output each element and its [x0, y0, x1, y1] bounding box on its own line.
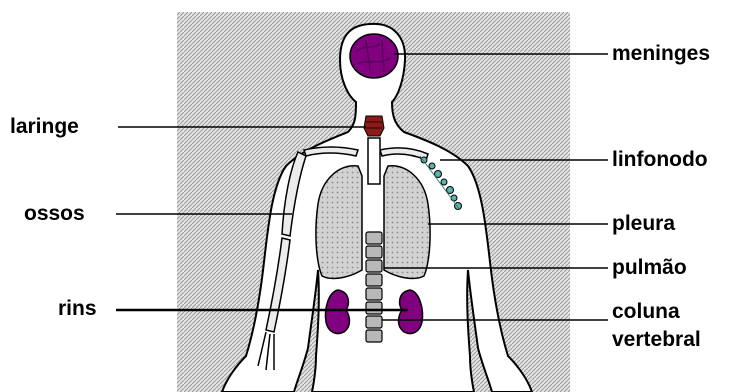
label-meninges: meninges [612, 42, 710, 66]
label-coluna: coluna [612, 300, 680, 324]
label-vertebral: vertebral [612, 328, 701, 352]
trachea [368, 138, 380, 184]
label-rins: rins [58, 297, 97, 321]
label-pleura: pleura [612, 212, 675, 236]
larynx-organ [364, 116, 384, 136]
kidney-left [326, 290, 350, 334]
brain-meninges [350, 34, 398, 78]
label-pulmao: pulmão [612, 256, 687, 280]
label-laringe: laringe [10, 115, 79, 139]
kidney-right [399, 290, 423, 334]
label-linfonodo: linfonodo [612, 148, 708, 172]
label-ossos: ossos [24, 202, 85, 226]
